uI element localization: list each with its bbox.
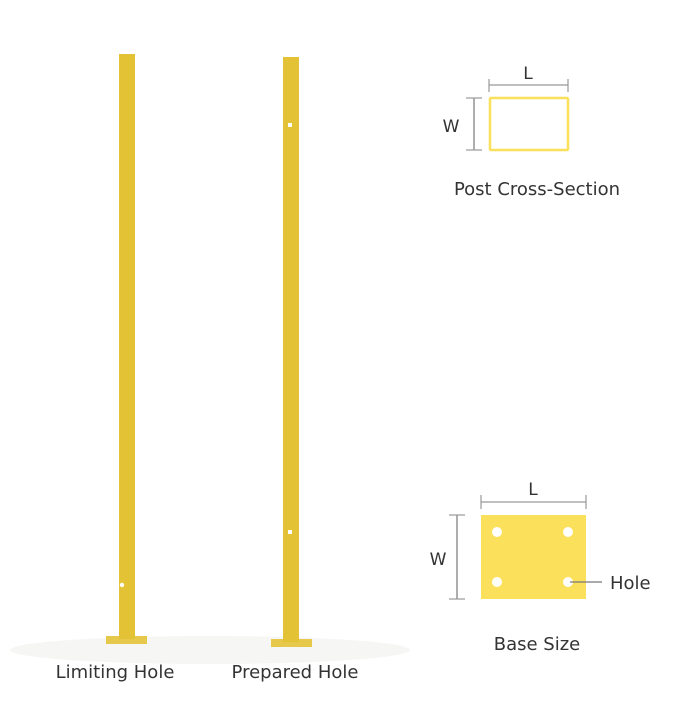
length-label: L	[528, 480, 538, 500]
base-hole	[563, 577, 573, 587]
post-shaft	[119, 54, 135, 639]
base-size-diagram: L W Hole Base Size	[430, 480, 651, 655]
base-hole	[563, 527, 573, 537]
cross-section-diagram: L W Post Cross-Section	[443, 64, 620, 200]
cross-section-label: Post Cross-Section	[454, 179, 620, 200]
post-base-plate	[271, 639, 312, 647]
prepared-hole	[288, 530, 292, 534]
post-shaft	[283, 57, 299, 642]
width-label: W	[430, 550, 447, 570]
prepared-hole-label: Prepared Hole	[232, 662, 359, 683]
limiting-hole-post	[106, 54, 147, 644]
base-hole	[492, 577, 502, 587]
post-base-plate	[106, 636, 147, 644]
prepared-hole-post	[271, 57, 312, 647]
prepared-hole	[288, 123, 292, 127]
base-size-label: Base Size	[494, 634, 581, 655]
width-label: W	[443, 117, 460, 137]
length-label: L	[523, 64, 533, 84]
floor-shadow	[10, 636, 410, 664]
limiting-hole	[119, 582, 125, 588]
cross-section-outline	[488, 96, 570, 152]
hole-label: Hole	[610, 573, 651, 594]
limiting-hole-label: Limiting Hole	[56, 662, 175, 683]
base-hole	[492, 527, 502, 537]
